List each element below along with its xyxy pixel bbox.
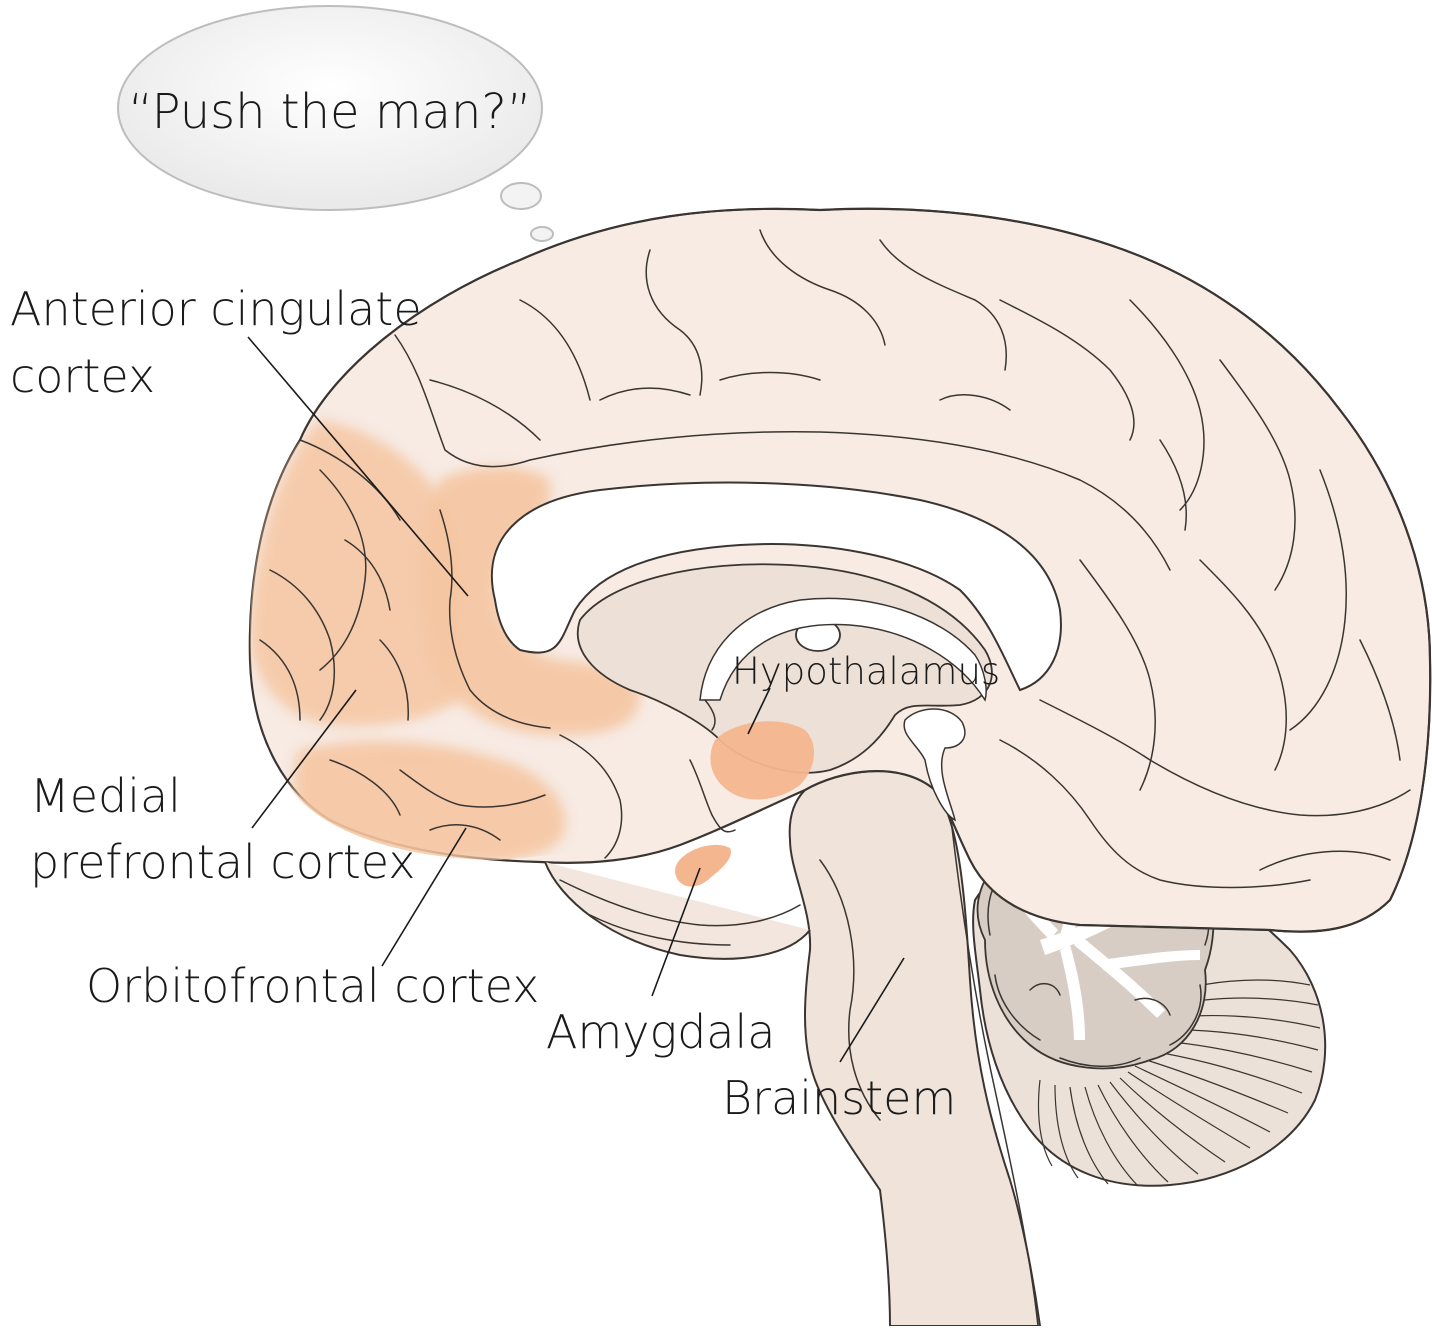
label-orbitofrontal: Orbitofrontal cortex: [86, 959, 539, 1013]
label-anterior-cingulate-line1: Anterior cingulate: [10, 282, 422, 336]
label-medial-prefrontal-line1: Medial: [30, 769, 181, 823]
label-amygdala: Amygdala: [546, 1005, 775, 1059]
label-medial-prefrontal-line2: prefrontal cortex: [30, 835, 416, 889]
thought-bubble-text: “Push the man?”: [128, 84, 532, 140]
thought-bubble: “Push the man?”: [118, 6, 553, 241]
label-hypothalamus: Hypothalamus: [732, 650, 1000, 693]
amygdala-shape: [675, 845, 731, 887]
label-brainstem: Brainstem: [722, 1071, 956, 1125]
label-anterior-cingulate-line2: cortex: [10, 349, 155, 403]
